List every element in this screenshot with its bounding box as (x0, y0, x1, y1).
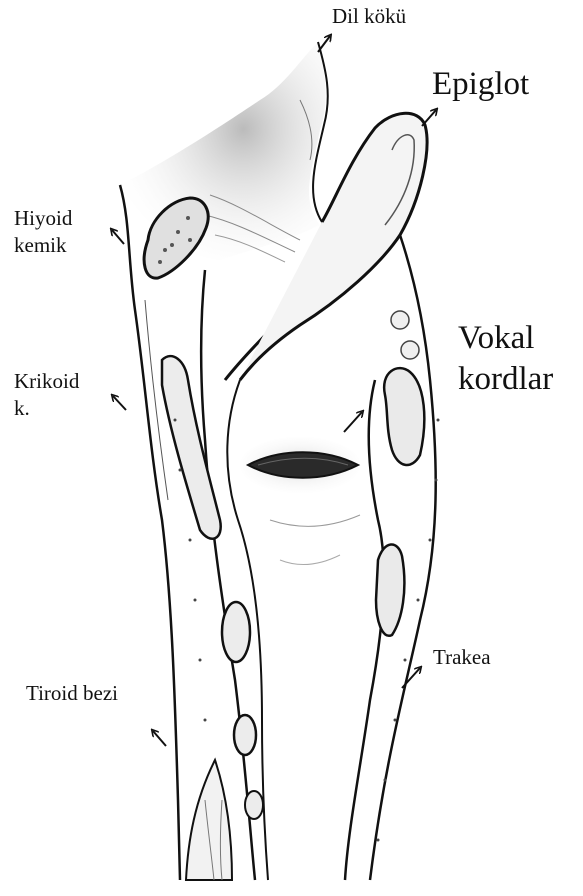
dil-koku-arrow (318, 36, 330, 52)
label-tiroid-bezi: Tiroid bezi (26, 683, 118, 704)
label-hiyoid-kemik: Hiyoid kemik (14, 205, 72, 260)
anterior-wall (120, 185, 255, 880)
thyroid-gland (186, 760, 232, 880)
label-hiyoid-line1: Hiyoid (14, 205, 72, 232)
label-vokal-kordlar: Vokal kordlar (458, 318, 553, 401)
vokal-arrow (344, 412, 362, 432)
label-epiglot: Epiglot (432, 68, 529, 101)
epiglot-arrow (422, 110, 436, 126)
label-krikoid-line2: k. (14, 395, 79, 422)
label-dil-koku: Dil kökü (332, 6, 406, 27)
label-trakea: Trakea (433, 647, 491, 668)
hiyoid-arrow (112, 230, 124, 244)
label-vokal-line2: kordlar (458, 359, 553, 400)
label-hiyoid-line2: kemik (14, 232, 72, 259)
label-krikoid: Krikoid k. (14, 368, 79, 423)
label-vokal-line1: Vokal (458, 318, 553, 359)
label-krikoid-line1: Krikoid (14, 368, 79, 395)
posterior-wall (345, 235, 436, 880)
cricoid-cartilage (222, 602, 263, 819)
thyroid-cartilage (162, 356, 221, 539)
trakea-arrow (402, 668, 420, 688)
tiroid-arrow (153, 731, 166, 746)
krikoid-arrow (113, 396, 126, 410)
